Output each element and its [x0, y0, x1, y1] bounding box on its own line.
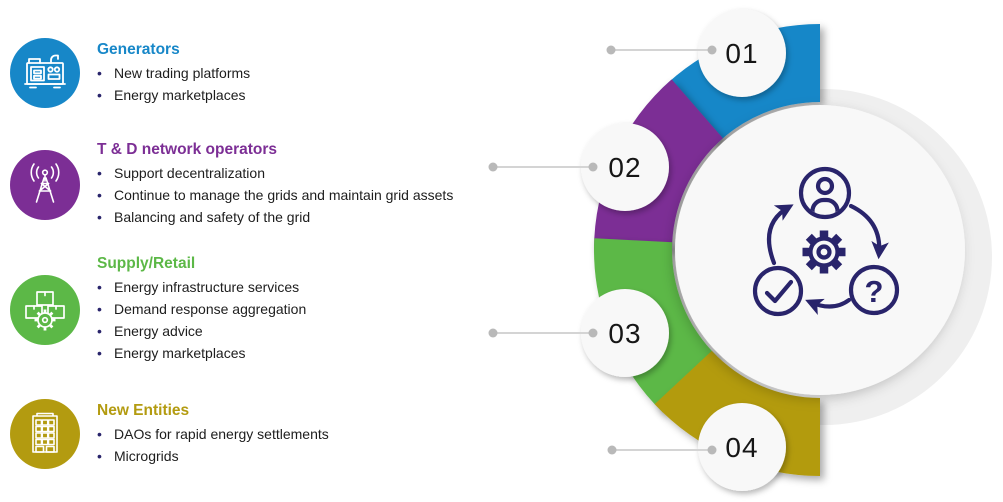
- user-icon: [798, 166, 852, 220]
- bullet-item: • Energy marketplaces: [97, 84, 250, 106]
- bullet-item: • Microgrids: [97, 445, 329, 467]
- bullet-text: Energy marketplaces: [114, 86, 246, 103]
- cycle-arrow-up-icon: [766, 204, 794, 266]
- bullet-list: • DAOs for rapid energy settlements • Micr…: [97, 423, 329, 467]
- number-label-02: 02: [608, 152, 641, 183]
- bullet-text: Energy marketplaces: [114, 345, 246, 361]
- section-title: T & D network operators: [97, 141, 277, 158]
- connector-dot: [606, 45, 616, 55]
- bullet-text: Support decentralization: [114, 165, 265, 181]
- connector-dot: [588, 162, 598, 172]
- gear-icon: [802, 230, 846, 274]
- cycle-arrow-down-icon: [848, 203, 889, 260]
- number-label-01: 01: [725, 38, 758, 69]
- bullet-item: • Energy infrastructure services: [97, 276, 306, 298]
- section-title: New Entities: [97, 401, 190, 419]
- bullet-text: Balancing and safety of the grid: [114, 209, 311, 225]
- connector-dot: [707, 445, 717, 455]
- section-title: Generators: [97, 40, 180, 58]
- radio-tower-badge: [10, 149, 80, 220]
- bullet-text: Continue to manage the grids and maintai…: [114, 187, 454, 203]
- cycle-arrow-left-icon: [805, 297, 852, 316]
- bullet-dot: •: [97, 279, 102, 295]
- number-label-03: 03: [608, 318, 641, 349]
- section-supply-retail: Supply/Retail • Energy infrastructure ser…: [10, 255, 306, 364]
- building-badge: [10, 399, 80, 469]
- supply-boxes-badge: [10, 274, 80, 345]
- connector-02: [488, 162, 598, 172]
- number-circle-04: [698, 403, 786, 491]
- bullet-item: • Continue to manage the grids and mainta…: [97, 184, 453, 206]
- connector-04: [607, 445, 717, 455]
- connector-dot: [707, 45, 717, 55]
- connector-dot: [588, 328, 598, 338]
- bullet-dot: •: [97, 165, 102, 181]
- number-circle-01: [698, 9, 786, 97]
- bullet-dot: •: [97, 301, 102, 317]
- process-cycle-icon: ?: [752, 166, 900, 317]
- number-label-04: 04: [725, 432, 758, 463]
- bullet-list: • Energy infrastructure services • Demand …: [97, 276, 306, 364]
- radio-tower-icon: [30, 162, 60, 203]
- ring-diagram: ? 01 02 03 04: [488, 9, 992, 491]
- bullet-item: • Balancing and safety of the grid: [97, 206, 453, 228]
- bullet-text: Demand response aggregation: [114, 301, 307, 317]
- question-icon: ?: [848, 264, 900, 316]
- connectors: [488, 45, 717, 455]
- bullet-item: • DAOs for rapid energy settlements: [97, 423, 329, 445]
- check-icon: [752, 265, 804, 317]
- connector-03: [488, 328, 598, 338]
- bullet-dot: •: [97, 64, 102, 81]
- building-icon: [32, 412, 58, 453]
- section-td-network-operators: T & D network operators • Support decentr…: [10, 141, 453, 228]
- bullet-text: New trading platforms: [114, 64, 251, 81]
- bullet-dot: •: [97, 447, 102, 464]
- connector-01: [606, 45, 717, 55]
- bullet-dot: •: [97, 425, 102, 442]
- bullet-item: • Support decentralization: [97, 162, 453, 184]
- bullet-dot: •: [97, 209, 102, 225]
- number-circle-03: [581, 289, 669, 377]
- bullet-text: Microgrids: [114, 447, 179, 464]
- bullet-list: • Support decentralization • Continue to m…: [97, 162, 453, 228]
- bullet-item: • Energy advice: [97, 320, 306, 342]
- generator-badge: [10, 38, 80, 108]
- bullet-dot: •: [97, 345, 102, 361]
- bullet-dot: •: [97, 187, 102, 203]
- bullet-item: • Demand response aggregation: [97, 298, 306, 320]
- bullet-dot: •: [97, 86, 102, 103]
- section-generators: Generators • New trading platforms • Energ…: [10, 38, 250, 108]
- number-badges: 01 02 03 04: [581, 9, 786, 491]
- connector-dot: [488, 328, 498, 338]
- generator-icon: [24, 54, 66, 89]
- connector-dot: [607, 445, 617, 455]
- bullet-list: • New trading platforms • Energy marketpla…: [97, 62, 250, 106]
- bullet-text: DAOs for rapid energy settlements: [114, 425, 329, 442]
- supply-boxes-icon: [25, 290, 65, 330]
- bullet-item: • Energy marketplaces: [97, 342, 306, 364]
- bullet-text: Energy advice: [114, 323, 203, 339]
- question-glyph: ?: [865, 274, 884, 309]
- number-circle-02: [581, 123, 669, 211]
- bullet-item: • New trading platforms: [97, 62, 250, 84]
- bullet-dot: •: [97, 323, 102, 339]
- section-new-entities: New Entities • DAOs for rapid energy sett…: [10, 399, 329, 469]
- section-title: Supply/Retail: [97, 255, 196, 272]
- connector-dot: [488, 162, 498, 172]
- bullet-text: Energy infrastructure services: [114, 279, 300, 295]
